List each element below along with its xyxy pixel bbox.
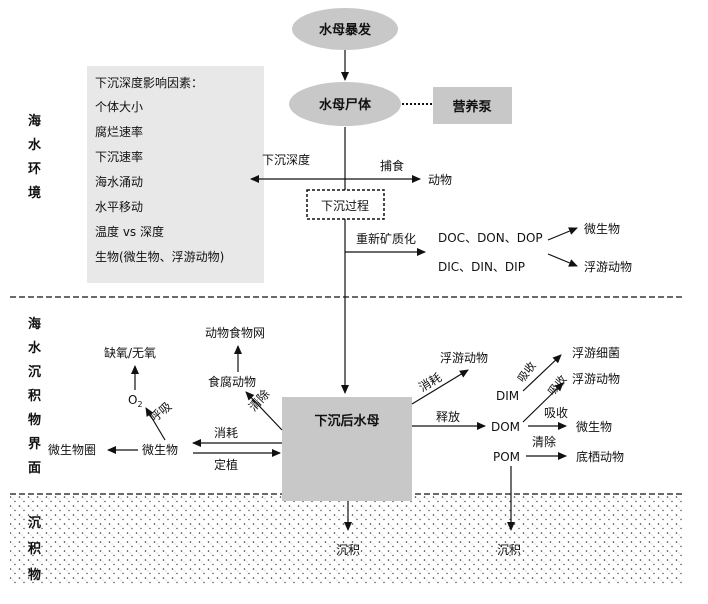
factor-item: 个体大小 <box>95 100 143 114</box>
jellyfish-carcass-label: 水母尸体 <box>319 97 372 113</box>
svg-text:海: 海 <box>28 316 41 332</box>
jellyfish-bloom-label: 水母暴发 <box>319 22 372 38</box>
sunk-jellyfish-label: 下沉后水母 <box>314 413 379 429</box>
remineralization-label: 重新矿质化 <box>356 231 416 246</box>
organic-nutrients-label: DOC、DON、DOP <box>438 231 543 245</box>
anoxia-label: 缺氧/无氧 <box>104 345 156 360</box>
sinking-factors-list: 下沉深度影响因素： 个体大小 腐烂速率 下沉速率 海水涌动 水平移动 温度 vs… <box>95 75 224 264</box>
zone-label-sediment: 沉 积 物 <box>28 515 41 583</box>
pom-label: POM <box>493 450 520 464</box>
animals-label: 动物 <box>428 173 452 187</box>
to-microbes-arrow <box>547 227 578 241</box>
sinking-process-label: 下沉过程 <box>321 198 369 213</box>
svg-text:境: 境 <box>28 185 41 201</box>
zone-label-interface: 海 水 沉 积 物 界 面 <box>28 316 42 476</box>
factor-item: 温度 vs 深度 <box>95 224 164 239</box>
deposit-label-left: 沉积 <box>336 543 360 557</box>
absorb-label-3: 吸收 <box>544 406 568 420</box>
dom-label: DOM <box>491 420 520 434</box>
sinking-factors-panel <box>87 66 264 283</box>
svg-text:积: 积 <box>28 541 41 557</box>
svg-text:环: 环 <box>28 162 41 177</box>
bacteria-label: 浮游细菌 <box>572 346 620 360</box>
factor-item: 生物(微生物、浮游动物) <box>95 250 224 264</box>
jellyfish-bloom-node <box>292 8 398 50</box>
consume-arrow-right <box>411 369 469 405</box>
deposit-label-right: 沉积 <box>497 543 521 557</box>
to-zooplankton-arrow <box>547 253 578 267</box>
svg-text:面: 面 <box>28 461 41 476</box>
dim-to-bacteria-arrow <box>522 354 562 392</box>
dim-label: DIM <box>496 389 519 403</box>
nutrient-pump-box <box>433 87 512 124</box>
microbial-loop-label: 微生物圈 <box>48 443 96 457</box>
absorb-label-1: 吸收 <box>514 359 538 385</box>
factor-item: 水平移动 <box>95 200 143 214</box>
svg-text:水: 水 <box>28 340 42 356</box>
release-label: 释放 <box>436 409 460 424</box>
svg-text:物: 物 <box>28 567 41 583</box>
o2-label: O2 <box>128 393 143 409</box>
sinking-depth-label: 下沉深度 <box>262 152 310 167</box>
factor-item: 腐烂速率 <box>95 124 143 139</box>
respiration-label: 呼吸 <box>147 399 174 425</box>
sinking-process-box <box>306 189 385 220</box>
clearing-arrow-left <box>245 391 283 431</box>
svg-text:沉: 沉 <box>28 515 41 531</box>
nutrient-pump-label: 营养泵 <box>452 99 491 115</box>
factor-item: 下沉速率 <box>95 149 143 164</box>
colonize-label: 定植 <box>214 457 238 472</box>
sediment-band <box>10 494 683 586</box>
right-microbes-label: 微生物 <box>576 420 612 434</box>
food-web-label: 动物食物网 <box>205 325 265 340</box>
right-zooplankton2-label: 浮游动物 <box>572 372 620 386</box>
right-zooplankton-label: 浮游动物 <box>440 351 488 365</box>
svg-text:界: 界 <box>28 436 41 452</box>
predation-label: 捕食 <box>380 158 404 173</box>
clearing-label-left: 清除 <box>245 386 272 414</box>
upper-zooplankton-label: 浮游动物 <box>584 260 632 274</box>
zone-label-seawater: 海 水 环 境 <box>28 113 42 201</box>
absorb-label-2: 吸收 <box>545 372 570 398</box>
consume-label-left: 消耗 <box>214 426 238 440</box>
inorganic-nutrients-label: DIC、DIN、DIP <box>438 260 525 274</box>
left-microbes-label: 微生物 <box>142 443 178 457</box>
clearing-label-right: 清除 <box>532 434 556 449</box>
scavengers-label: 食腐动物 <box>208 374 256 389</box>
svg-text:沉: 沉 <box>28 364 41 380</box>
dom-to-zooplankton-arrow <box>522 382 564 423</box>
respiration-arrow <box>145 407 166 441</box>
svg-text:物: 物 <box>28 412 41 428</box>
consume-label-right: 消耗 <box>416 370 444 394</box>
sunk-jellyfish-box <box>282 397 412 501</box>
factors-title: 下沉深度影响因素： <box>95 75 203 90</box>
svg-text:水: 水 <box>28 137 42 153</box>
upper-microbes-label: 微生物 <box>584 222 620 236</box>
factor-item: 海水涌动 <box>95 174 143 189</box>
svg-text:海: 海 <box>28 113 41 129</box>
svg-text:积: 积 <box>28 388 41 404</box>
benthos-label: 底栖动物 <box>576 449 624 464</box>
jellyfish-carcass-node <box>289 82 401 126</box>
